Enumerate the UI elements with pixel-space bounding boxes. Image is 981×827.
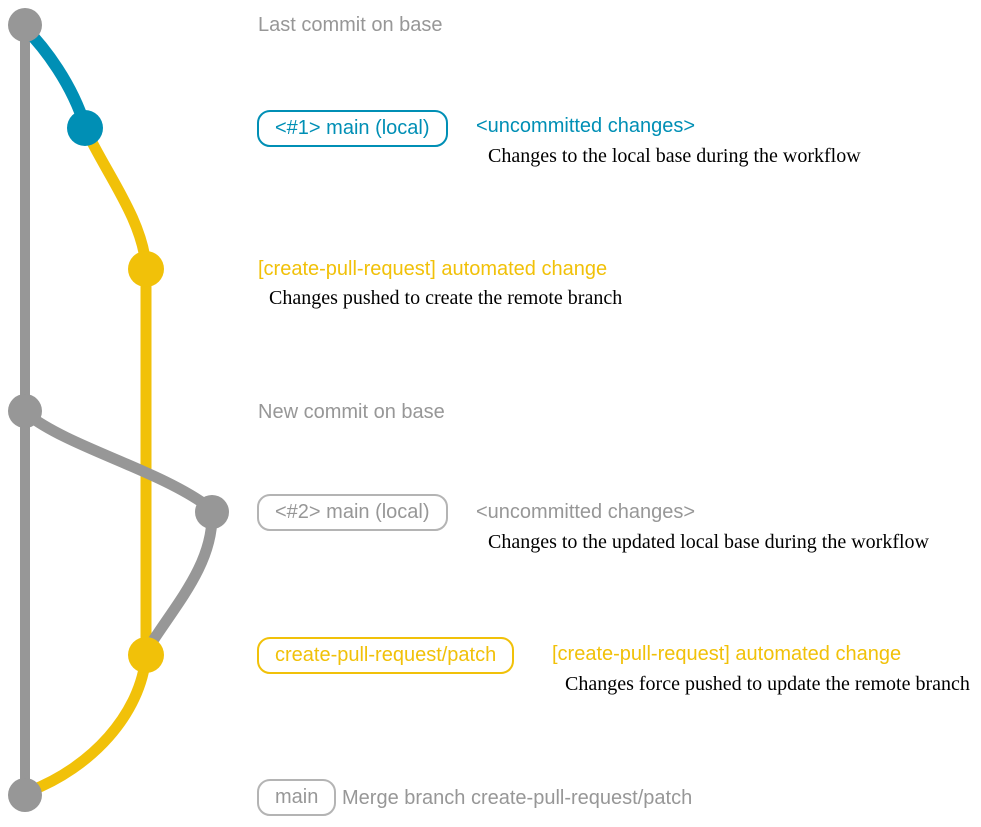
branch-badge-main: main <box>257 779 337 816</box>
local-branch-2-curve <box>21 408 216 514</box>
description-automated-change-1: Changes pushed to create the remote bran… <box>269 287 623 309</box>
message-automated-change-2: [create-pull-request] automated change <box>552 643 902 665</box>
commit-dot-merge <box>8 778 42 812</box>
message-automated-change-1: [create-pull-request] automated change <box>258 258 608 280</box>
branch-badge-main-local-1: <#1> main (local) <box>257 110 448 147</box>
commit-dot-patch-2 <box>128 637 164 673</box>
commit-dot-last-base <box>8 8 42 42</box>
commit-dot-local-1 <box>67 110 103 146</box>
message-last-commit-on-base: Last commit on base <box>258 14 443 36</box>
description-automated-change-2: Changes force pushed to update the remot… <box>565 673 970 695</box>
git-graph <box>8 8 229 812</box>
message-new-commit-on-base: New commit on base <box>258 401 445 423</box>
message-uncommitted-changes-2: <uncommitted changes> <box>476 501 696 523</box>
commit-dot-patch-1 <box>128 251 164 287</box>
branch-badge-create-pull-request-patch: create-pull-request/patch <box>257 637 515 674</box>
message-merge-branch: Merge branch create-pull-request/patch <box>342 787 693 809</box>
commit-dot-new-base <box>8 394 42 428</box>
commit-dot-local-2 <box>195 495 229 529</box>
description-local-base-changes-2: Changes to the updated local base during… <box>488 531 929 553</box>
local-branch-2-merge-curve <box>141 508 218 656</box>
description-local-base-changes-1: Changes to the local base during the wor… <box>488 145 861 167</box>
patch-merge-curve <box>24 649 152 797</box>
local-branch-1-curve <box>19 22 91 132</box>
branch-badge-main-local-2: <#2> main (local) <box>257 494 448 531</box>
message-uncommitted-changes-1: <uncommitted changes> <box>476 115 696 137</box>
patch-branch-curve <box>79 122 152 661</box>
